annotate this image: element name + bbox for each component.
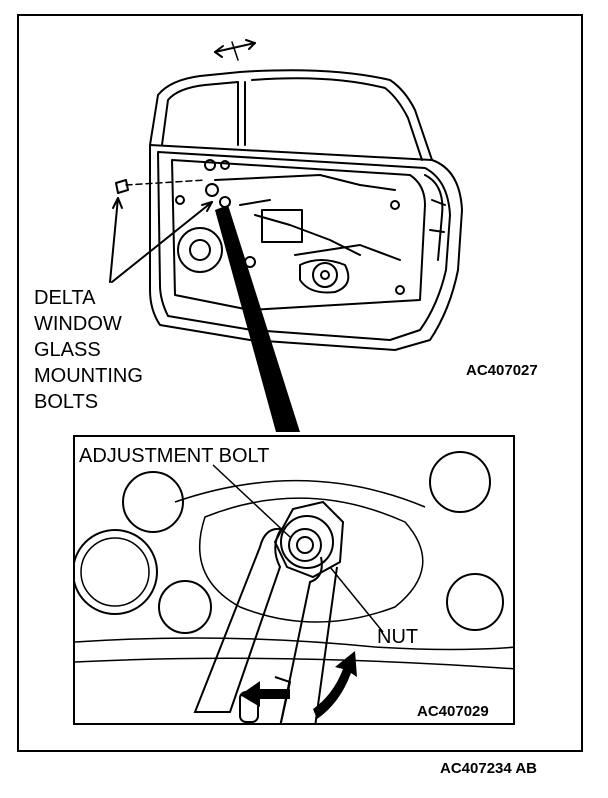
adjust-direction-arrow bbox=[214, 42, 256, 53]
window-frame bbox=[149, 69, 433, 161]
leader-line-1 bbox=[109, 197, 119, 283]
left-arrow bbox=[240, 681, 290, 707]
nut-leader bbox=[329, 566, 384, 633]
speaker bbox=[177, 227, 223, 273]
leader-line-2 bbox=[111, 201, 213, 283]
detail-inset: ADJUSTMENT BOLT NUT AC407029 bbox=[73, 435, 515, 725]
figure-code: AC407234 AB bbox=[440, 760, 537, 777]
wrench bbox=[193, 527, 283, 713]
regulator-motor bbox=[312, 262, 338, 288]
delta-bolts-line-1: DELTA bbox=[34, 287, 96, 309]
door-bolt-upper bbox=[205, 183, 219, 197]
adjustment-bolt-label: ADJUSTMENT BOLT bbox=[79, 445, 270, 467]
door-bolt-lower bbox=[219, 196, 231, 208]
inset-view-code: AC407029 bbox=[417, 703, 489, 720]
delta-bolts-label: DELTA WINDOW GLASS MOUNTING BOLTS bbox=[34, 285, 143, 415]
exploded-bolt bbox=[115, 179, 129, 194]
delta-bolts-line-5: BOLTS bbox=[34, 391, 99, 413]
door-view-code: AC407027 bbox=[466, 362, 538, 379]
delta-bolts-line-3: GLASS bbox=[34, 339, 101, 361]
door-shell bbox=[149, 144, 463, 351]
delta-bolts-line-2: WINDOW bbox=[34, 313, 122, 335]
nut-label: NUT bbox=[377, 626, 419, 648]
curved-arrow bbox=[313, 651, 357, 719]
adjustment-bolt-head bbox=[288, 528, 322, 562]
inset-illustration bbox=[75, 451, 513, 723]
nut-shape bbox=[273, 500, 345, 579]
delta-bolts-line-4: MOUNTING bbox=[34, 365, 143, 387]
adjustment-bolt-leader bbox=[212, 464, 291, 538]
callout-wedge bbox=[215, 205, 300, 432]
